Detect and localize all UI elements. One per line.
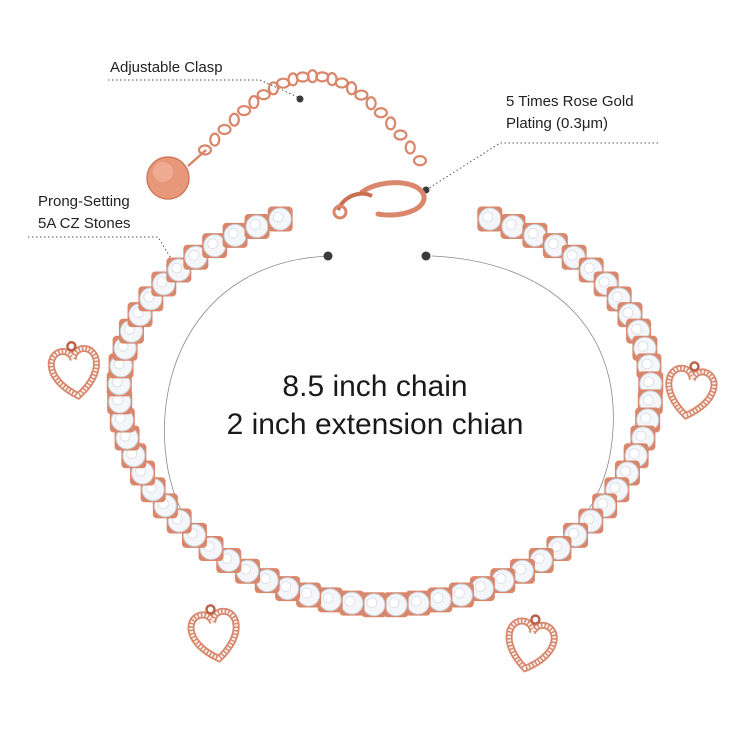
cz-stone (490, 568, 516, 594)
plating-leader-line (425, 142, 658, 191)
chain-link (365, 96, 377, 111)
chain-link (248, 95, 260, 110)
guide-dot-left (323, 251, 333, 261)
chain-link (217, 123, 232, 136)
cz-stone (202, 233, 228, 259)
cz-stone (383, 592, 409, 618)
cz-stone (121, 443, 147, 469)
cz-stone (183, 244, 209, 270)
chain-length-text: 8.5 inch chain (282, 370, 468, 403)
chain-link (393, 129, 408, 141)
heart-charm-icon (187, 604, 240, 663)
chain-link (345, 81, 358, 96)
lobster-clasp-icon (332, 180, 427, 220)
cz-stone (361, 592, 387, 618)
cz-stone (522, 222, 548, 248)
extension-chain (197, 69, 428, 167)
guide-dot-right (421, 251, 431, 261)
chain-link (385, 116, 397, 131)
cz-stone (254, 568, 280, 594)
tennis-chain (106, 206, 664, 618)
cz-stone (339, 590, 365, 616)
cz-stone (448, 582, 474, 608)
chain-link (412, 155, 428, 167)
stones-leader-line (28, 236, 179, 271)
cz-stone (528, 548, 554, 574)
chain-link (256, 89, 271, 101)
cz-stone (244, 213, 270, 239)
heart-charm-icon (505, 614, 558, 673)
clasp-leader-line (108, 79, 301, 99)
chain-link (228, 112, 240, 127)
chain-link (236, 104, 252, 117)
chain-link (354, 89, 369, 101)
cz-stone (296, 582, 322, 608)
cz-stone (509, 558, 535, 584)
cz-stone (405, 590, 431, 616)
stones-label-line1: Prong-Setting (38, 193, 130, 210)
extension-length-text: 2 inch extension chian (226, 408, 524, 441)
cz-stone (222, 222, 248, 248)
plating-label-line1: 5 Times Rose Gold (506, 93, 634, 110)
plating-label-line2: Plating (0.3μm) (506, 115, 609, 132)
clasp-label: Adjustable Clasp (110, 59, 223, 76)
cz-stone (317, 587, 343, 613)
chain-link (404, 140, 416, 155)
clasp-leader-dot (296, 95, 304, 103)
round-tag-icon (146, 149, 207, 200)
cz-stone (267, 206, 293, 232)
chain-link (295, 71, 310, 83)
chain-link (334, 77, 349, 89)
chain-link (209, 132, 221, 147)
stones-label-line2: 5A CZ Stones (38, 215, 131, 232)
chain-link (267, 81, 280, 96)
cz-stone (477, 206, 503, 232)
cz-stone (542, 233, 568, 259)
cz-stone (427, 587, 453, 613)
chain-link (197, 144, 213, 156)
cz-stone (500, 213, 526, 239)
chain-link (373, 107, 389, 119)
chain-link (326, 72, 338, 87)
